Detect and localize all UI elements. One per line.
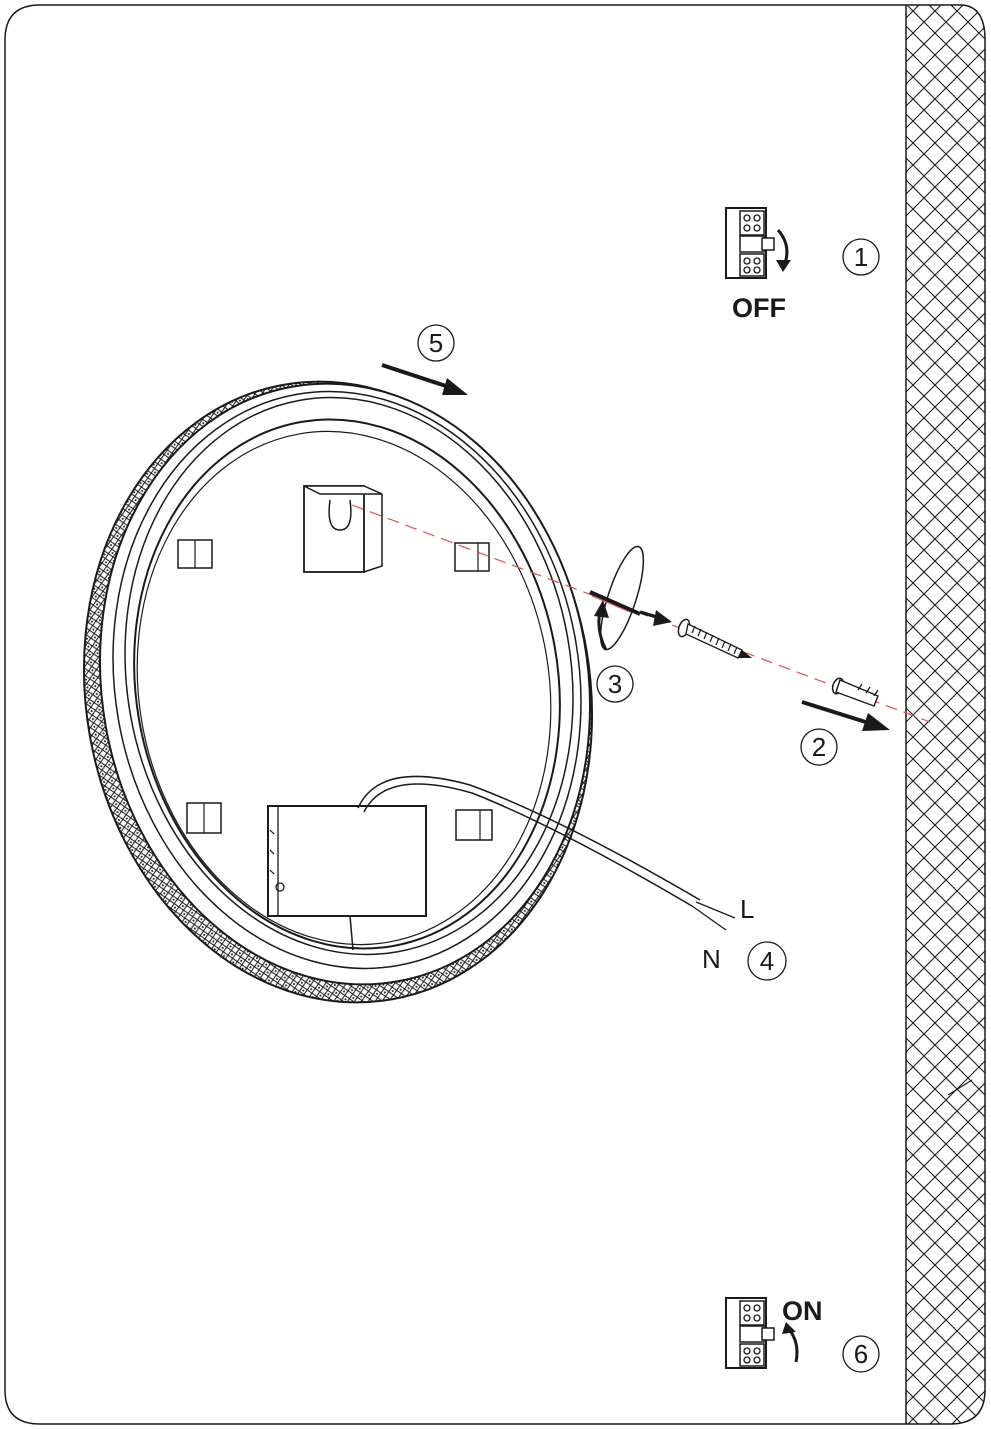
step-6-circle — [842, 1335, 880, 1373]
step-3-circle — [596, 665, 634, 703]
step-2-circle — [800, 728, 838, 766]
step-6-number: 6 — [854, 1339, 868, 1369]
spacer-block-top-right — [454, 542, 490, 572]
step-4-circle — [747, 941, 787, 981]
mirror-hanging-bracket — [303, 485, 383, 573]
spacer-block-bottom-left — [186, 802, 222, 834]
switch-up-arrow-icon — [782, 1322, 799, 1363]
wall — [905, 5, 985, 1424]
rotate-arrow-icon — [594, 600, 609, 651]
step-3-number: 3 — [608, 669, 622, 699]
hang-arrow-icon — [381, 363, 468, 395]
insert-arrow-icon — [639, 610, 672, 626]
led-driver-box — [267, 805, 427, 951]
circuit-breaker-icon — [725, 1297, 775, 1369]
step-2-number: 2 — [812, 732, 826, 762]
drill-arrow-icon — [801, 700, 890, 731]
round-mirror — [82, 380, 594, 1004]
breaker-on — [725, 1297, 799, 1369]
spacer-block-bottom-right — [455, 809, 493, 841]
step-1-number: 1 — [854, 242, 868, 272]
power-cable — [357, 775, 736, 931]
step-1-circle — [842, 238, 880, 276]
on-label: ON — [782, 1296, 823, 1326]
step-5-circle — [417, 324, 455, 362]
neutral-wire-label: N — [702, 944, 721, 974]
step-5-number: 5 — [429, 328, 443, 358]
screw-icon — [677, 618, 752, 659]
live-wire-label: L — [740, 894, 754, 924]
off-label: OFF — [732, 293, 786, 323]
step-4-number: 4 — [760, 946, 774, 976]
wall-anchor-icon — [831, 677, 879, 707]
spacer-block-top-left — [177, 539, 213, 569]
circuit-breaker-icon — [725, 207, 775, 279]
switch-down-arrow-icon — [776, 229, 791, 272]
breaker-off — [725, 207, 791, 279]
washer-icon — [589, 545, 645, 651]
